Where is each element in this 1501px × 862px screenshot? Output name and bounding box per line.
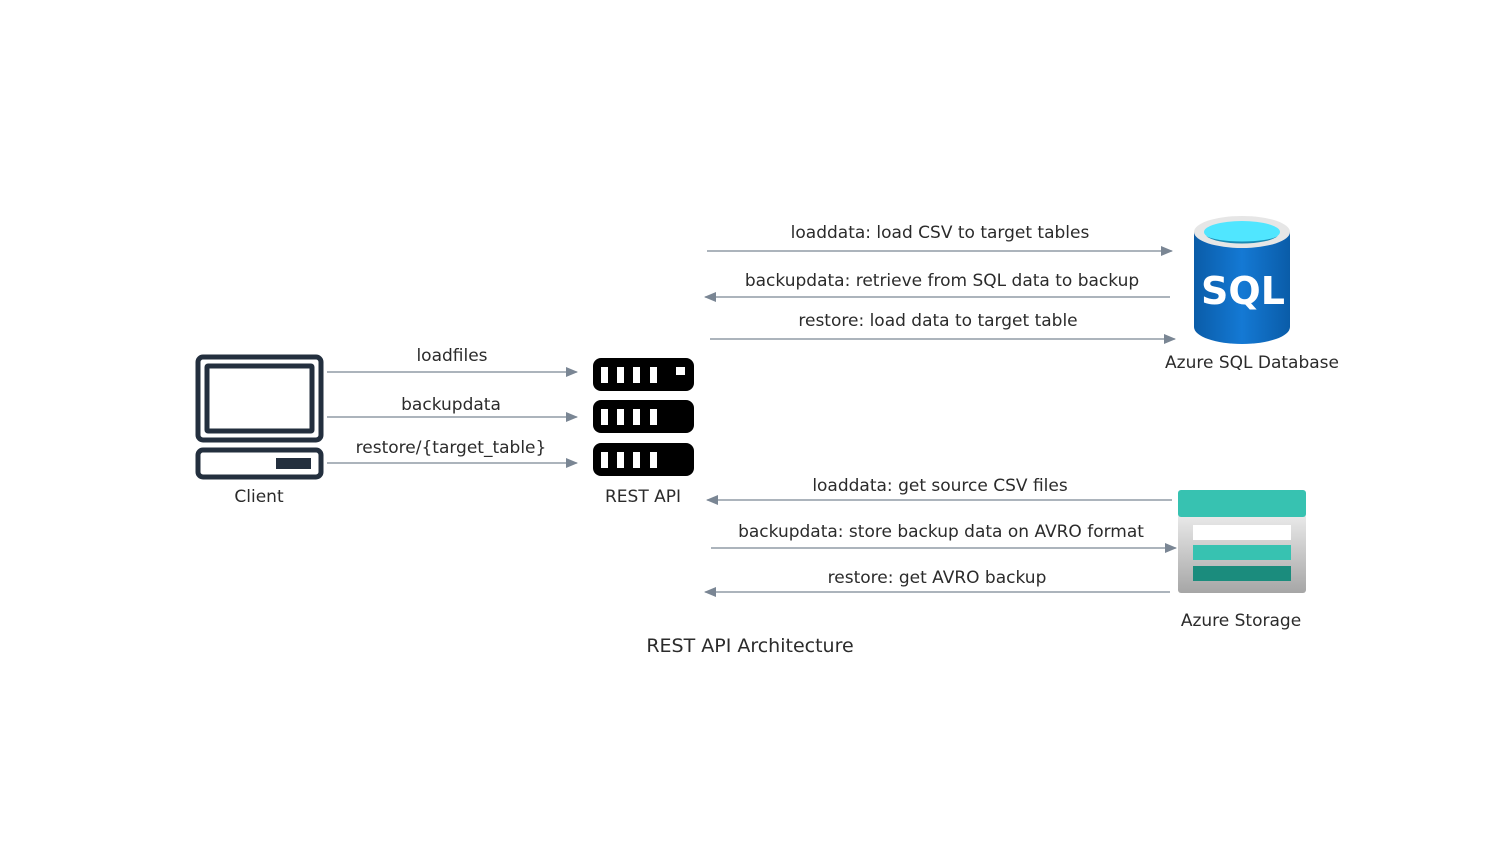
edge-label-sql-restore: restore: load data to target table xyxy=(798,311,1078,331)
server-rack-icon xyxy=(593,358,694,476)
sql-icon-text: SQL xyxy=(1201,269,1285,313)
diagram-title: REST API Architecture xyxy=(646,635,854,657)
edge-label-sql-loaddata: loaddata: load CSV to target tables xyxy=(790,223,1090,243)
edge-label-restore: restore/{target_table} xyxy=(355,438,547,458)
edge-label-loadfiles: loadfiles xyxy=(416,346,488,366)
edge-label-storage-restore: restore: get AVRO backup xyxy=(827,568,1047,588)
storage-label: Azure Storage xyxy=(1180,611,1302,631)
computer-icon xyxy=(195,354,324,480)
client-label: Client xyxy=(234,487,284,507)
edge-label-storage-backupdata: backupdata: store backup data on AVRO fo… xyxy=(738,522,1144,542)
edge-label-backupdata: backupdata xyxy=(401,395,501,415)
rest-api-label: REST API xyxy=(604,487,682,507)
storage-account-icon xyxy=(1178,490,1306,593)
client-api-arrows xyxy=(327,367,578,468)
edge-label-sql-backupdata: backupdata: retrieve from SQL data to ba… xyxy=(744,271,1140,291)
sql-label: Azure SQL Database xyxy=(1165,353,1339,373)
api-sql-arrows xyxy=(704,246,1176,344)
api-storage-arrows xyxy=(704,495,1177,597)
edge-label-storage-loaddata: loaddata: get source CSV files xyxy=(812,476,1068,496)
sql-database-icon: SQL xyxy=(1194,216,1290,344)
